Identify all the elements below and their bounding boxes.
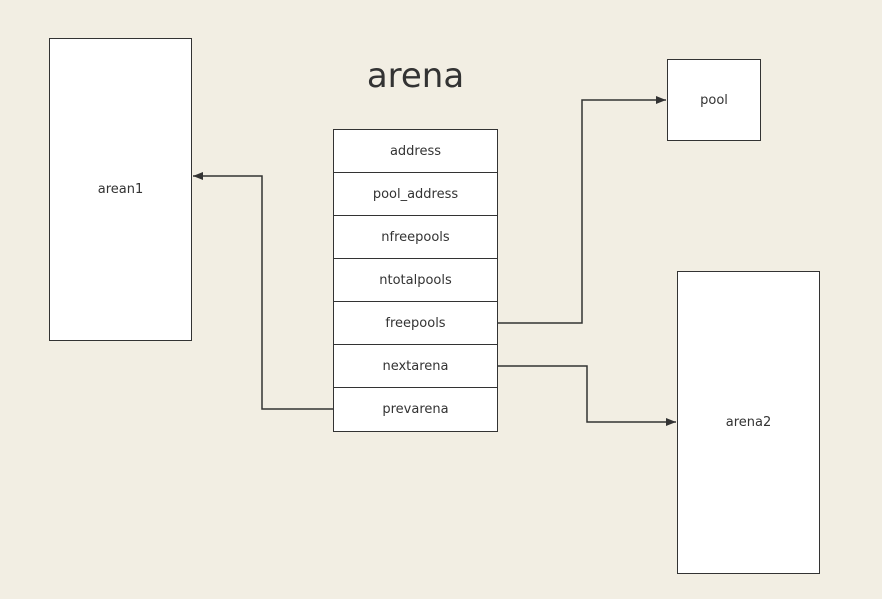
field-pool-address: pool_address	[334, 173, 497, 216]
arena2-label: arena2	[725, 415, 772, 430]
arena2-box: arena2	[677, 271, 820, 574]
arean1-box: arean1	[49, 38, 192, 341]
field-nextarena: nextarena	[334, 345, 497, 388]
arean1-label: arean1	[97, 182, 144, 197]
nextarena-to-arena2-arrow	[498, 365, 676, 426]
arena-struct: address pool_address nfreepools ntotalpo…	[333, 129, 498, 432]
field-freepools: freepools	[334, 302, 497, 345]
diagram-title: arena	[366, 56, 465, 96]
pool-label: pool	[700, 92, 728, 108]
prevarena-to-arean1-arrow	[193, 172, 333, 410]
field-prevarena: prevarena	[382, 402, 449, 417]
pool-box: pool	[667, 59, 761, 141]
field-nfreepools: nfreepools	[334, 216, 497, 259]
freepools-to-pool-arrow	[498, 96, 666, 324]
field-ntotalpools: ntotalpools	[334, 259, 497, 302]
field-address: address	[334, 130, 497, 173]
